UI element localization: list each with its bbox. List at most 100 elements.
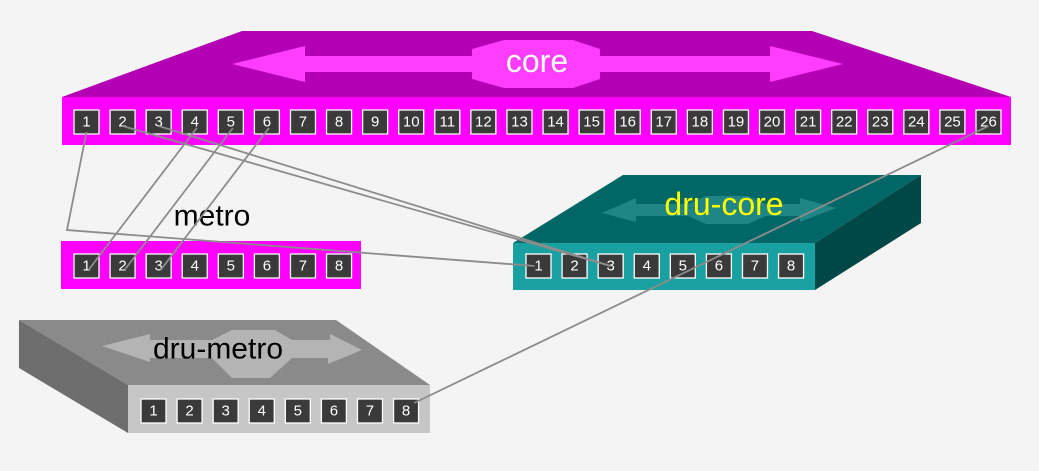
port-number: 23 xyxy=(872,114,889,131)
port-box xyxy=(140,398,167,424)
port-number: 6 xyxy=(263,258,271,275)
port-number: 21 xyxy=(800,114,817,131)
dru-core-arrows-icon xyxy=(602,196,836,224)
metro-switch-label: metro xyxy=(174,200,251,233)
port-number: 3 xyxy=(154,258,162,275)
port-box xyxy=(217,253,244,279)
core-port-9: 9 xyxy=(361,109,389,135)
port-number: 17 xyxy=(655,114,672,131)
port-box xyxy=(361,109,389,135)
core-port-22: 22 xyxy=(831,109,858,135)
port-box xyxy=(705,253,733,279)
port-number: 7 xyxy=(751,258,759,275)
port-number: 22 xyxy=(836,114,853,131)
port-number: 8 xyxy=(335,114,343,131)
port-box xyxy=(325,109,353,135)
port-box xyxy=(320,398,348,424)
metro-port-group: 1 2 3 4 5 6 7 8 xyxy=(73,253,353,279)
core-port-14: 14 xyxy=(542,109,569,135)
port-box xyxy=(777,253,805,279)
dru-metro-switch-front xyxy=(128,385,430,433)
metro-port-1: 1 xyxy=(73,253,100,279)
port-number: 5 xyxy=(227,114,235,131)
dru-metro-switch-label: dru-metro xyxy=(153,333,283,366)
port-box xyxy=(831,109,858,135)
port-number: 4 xyxy=(191,114,199,131)
core-port-13: 13 xyxy=(506,109,533,135)
port-number: 11 xyxy=(440,114,456,131)
dru-metro-port-4: 4 xyxy=(248,398,275,424)
port-number: 10 xyxy=(403,114,420,131)
metro-switch: metro 1 2 3 4 5 6 7 8 xyxy=(61,200,361,289)
port-box xyxy=(614,109,641,135)
core-port-11: 11 xyxy=(434,109,461,135)
dru-core-port-6: 6 xyxy=(705,253,733,279)
port-box xyxy=(633,253,660,279)
dru-core-port-8: 8 xyxy=(777,253,805,279)
port-box xyxy=(356,398,384,424)
core-port-8: 8 xyxy=(325,109,353,135)
port-number: 2 xyxy=(570,258,578,275)
port-number: 18 xyxy=(692,114,709,131)
dru-metro-port-3: 3 xyxy=(212,398,239,424)
port-box xyxy=(176,398,203,424)
port-box xyxy=(212,398,239,424)
port-number: 7 xyxy=(366,403,374,420)
port-box xyxy=(741,253,769,279)
port-number: 2 xyxy=(118,258,126,275)
core-port-3: 3 xyxy=(145,109,172,135)
port-box xyxy=(289,253,317,279)
port-number: 25 xyxy=(944,114,961,131)
port-number: 9 xyxy=(371,114,379,131)
link-core-1-to-dru-core-1 xyxy=(65,131,535,267)
port-number: 1 xyxy=(149,403,157,420)
port-number: 13 xyxy=(511,114,528,131)
core-port-1: 1 xyxy=(73,109,100,135)
link-core-5-to-metro-2 xyxy=(123,127,234,271)
port-number: 3 xyxy=(221,403,229,420)
core-port-2: 2 xyxy=(109,109,136,135)
metro-port-5: 5 xyxy=(217,253,244,279)
port-number: 12 xyxy=(475,114,492,131)
core-port-19: 19 xyxy=(722,109,750,135)
link-core-26-to-dru-metro-8 xyxy=(413,125,989,404)
metro-port-8: 8 xyxy=(325,253,353,279)
port-number: 20 xyxy=(764,114,781,131)
port-number: 1 xyxy=(82,114,90,131)
port-box xyxy=(109,253,136,279)
port-number: 14 xyxy=(547,114,564,131)
core-port-23: 23 xyxy=(867,109,894,135)
port-number: 8 xyxy=(402,403,410,420)
port-box xyxy=(867,109,894,135)
port-box xyxy=(398,109,425,135)
port-number: 6 xyxy=(330,403,338,420)
port-number: 7 xyxy=(299,258,307,275)
port-box xyxy=(73,253,100,279)
core-port-16: 16 xyxy=(614,109,641,135)
metro-port-7: 7 xyxy=(289,253,317,279)
port-box xyxy=(794,109,822,135)
port-box xyxy=(325,253,353,279)
port-box xyxy=(248,398,275,424)
metro-port-4: 4 xyxy=(181,253,208,279)
port-box xyxy=(903,109,930,135)
port-number: 2 xyxy=(185,403,193,420)
dru-core-switch-label: dru-core xyxy=(664,186,783,222)
port-box xyxy=(650,109,677,135)
port-number: 7 xyxy=(299,114,307,131)
port-box xyxy=(73,109,100,135)
core-port-7: 7 xyxy=(289,109,317,135)
metro-port-3: 3 xyxy=(145,253,172,279)
dru-metro-port-1: 1 xyxy=(140,398,167,424)
port-number: 15 xyxy=(583,114,600,131)
port-box xyxy=(939,109,966,135)
port-number: 4 xyxy=(191,258,199,275)
port-number: 4 xyxy=(258,403,266,420)
port-box xyxy=(284,398,311,424)
port-number: 1 xyxy=(82,258,90,275)
